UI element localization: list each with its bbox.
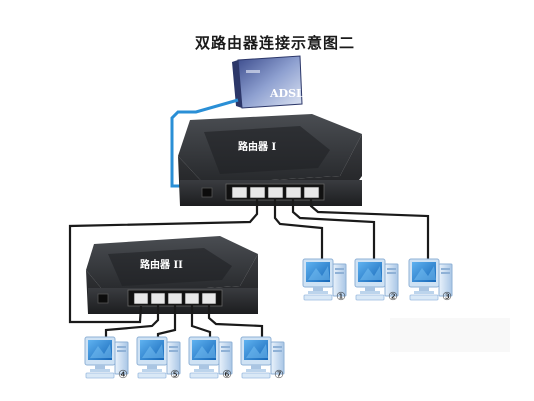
computer-3: ③ [408, 258, 453, 303]
router1-ports [231, 186, 320, 199]
cable-pc4 [104, 304, 160, 340]
computer-4-number: ④ [118, 368, 128, 381]
router2-power-jack-icon [97, 293, 109, 304]
computer-4: ④ [84, 336, 129, 381]
router-2: 路由器 II [86, 236, 258, 314]
computer-2-number: ② [388, 290, 398, 303]
computer-6: ⑥ [188, 336, 233, 381]
cable-pc7 [207, 304, 264, 340]
modem-label: ADSL [269, 87, 304, 100]
cable-pc1 [273, 198, 324, 262]
adsl-modem: ADSL [232, 55, 304, 109]
router1-to-router2-cable [68, 198, 259, 324]
computer-7: ⑦ [240, 336, 285, 381]
cable-pc2 [291, 198, 376, 262]
cable-pc6 [190, 304, 212, 340]
computer-6-number: ⑥ [222, 368, 232, 381]
router2-label: 路由器 II [140, 258, 183, 271]
diagram-title: 双路由器连接示意图二 [194, 34, 355, 52]
watermark-blur [390, 318, 510, 352]
router1-power-jack-icon [201, 187, 213, 198]
router1-label: 路由器 I [238, 140, 276, 153]
computer-3-number: ③ [442, 290, 452, 303]
computer-5-number: ⑤ [170, 368, 180, 381]
router2-ports [133, 292, 217, 305]
cable-pc3 [309, 198, 430, 262]
computer-1-number: ① [336, 290, 346, 303]
computer-5: ⑤ [136, 336, 181, 381]
computer-1: ① [302, 258, 347, 303]
router-1: 路由器 I [178, 114, 362, 206]
computer-7-number: ⑦ [274, 368, 284, 381]
computer-2: ② [354, 258, 399, 303]
